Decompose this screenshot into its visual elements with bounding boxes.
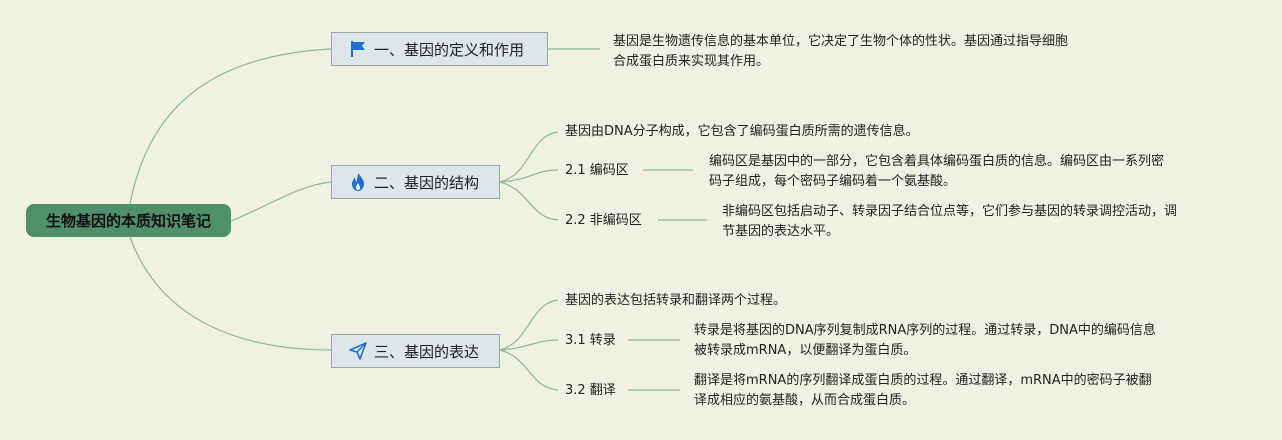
branch-2-intro: 基因由DNA分子构成，它包含了编码蛋白质所需的遗传信息。 — [565, 124, 919, 139]
transcription-description: 转录是将基因的DNA序列复制成RNA序列的过程。通过转录，DNA中的编码信息 被… — [694, 323, 1156, 358]
branch-3-intro: 基因的表达包括转录和翻译两个过程。 — [565, 293, 787, 308]
branch-gene-structure[interactable]: 二、基因的结构 — [331, 165, 500, 199]
sub-topic-coding-region[interactable]: 2.1 编码区 — [565, 163, 629, 178]
branch-title: 一、基因的定义和作用 — [374, 40, 525, 59]
noncoding-region-description: 非编码区包括启动子、转录因子结合位点等，它们参与基因的转录调控活动，调 节基因的… — [722, 204, 1178, 239]
branch-title: 三、基因的表达 — [374, 342, 480, 361]
branch-1-description: 基因是生物遗传信息的基本单位，它决定了生物个体的性状。基因通过指导细胞 合成蛋白… — [613, 34, 1069, 69]
sub-topic-noncoding-region[interactable]: 2.2 非编码区 — [565, 213, 642, 228]
paper-plane-icon — [348, 341, 368, 361]
sub-topic-transcription[interactable]: 3.1 转录 — [565, 333, 616, 348]
flag-icon — [348, 39, 368, 59]
flame-icon — [348, 172, 368, 192]
coding-region-description: 编码区是基因中的一部分，它包含着具体编码蛋白质的信息。编码区由一系列密 码子组成… — [709, 154, 1165, 189]
root-topic[interactable]: 生物基因的本质知识笔记 — [26, 204, 231, 237]
branch-title: 二、基因的结构 — [374, 173, 480, 192]
sub-topic-translation[interactable]: 3.2 翻译 — [565, 383, 616, 398]
branch-gene-expression[interactable]: 三、基因的表达 — [331, 334, 500, 368]
branch-gene-definition[interactable]: 一、基因的定义和作用 — [331, 32, 548, 66]
translation-description: 翻译是将mRNA的序列翻译成蛋白质的过程。通过翻译，mRNA中的密码子被翻 译成… — [694, 373, 1152, 408]
